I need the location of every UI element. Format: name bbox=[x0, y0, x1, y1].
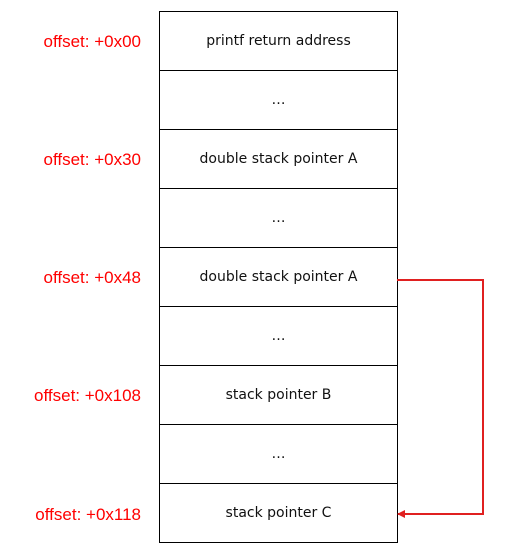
stack-cell-ellipsis: … bbox=[160, 189, 397, 248]
stack-cell-stack-pointer-c: stack pointer C bbox=[225, 505, 332, 521]
offset-label: offset: +0x108 bbox=[34, 386, 141, 405]
offset-label: offset: +0x00 bbox=[43, 32, 141, 51]
stack-cell-stack-pointer-b: stack pointer B bbox=[160, 366, 397, 425]
stack-cell-ellipsis: … bbox=[160, 425, 397, 484]
stack-diagram: printf return address … double stack poi… bbox=[159, 11, 398, 543]
stack-cell-double-stack-pointer-a: double stack pointer A bbox=[160, 130, 397, 189]
stack-cell-printf-return-address: printf return address bbox=[160, 12, 397, 71]
offset-label: offset: +0x48 bbox=[43, 268, 141, 287]
offset-label: offset: +0x118 bbox=[35, 505, 141, 524]
stack-cell-double-stack-pointer-a-source: double stack pointer A bbox=[160, 248, 397, 307]
arrow-line bbox=[397, 279, 484, 518]
stack-cell-ellipsis: … bbox=[160, 307, 397, 366]
stack-cell-ellipsis: … bbox=[160, 71, 397, 130]
offset-label: offset: +0x30 bbox=[43, 150, 141, 169]
